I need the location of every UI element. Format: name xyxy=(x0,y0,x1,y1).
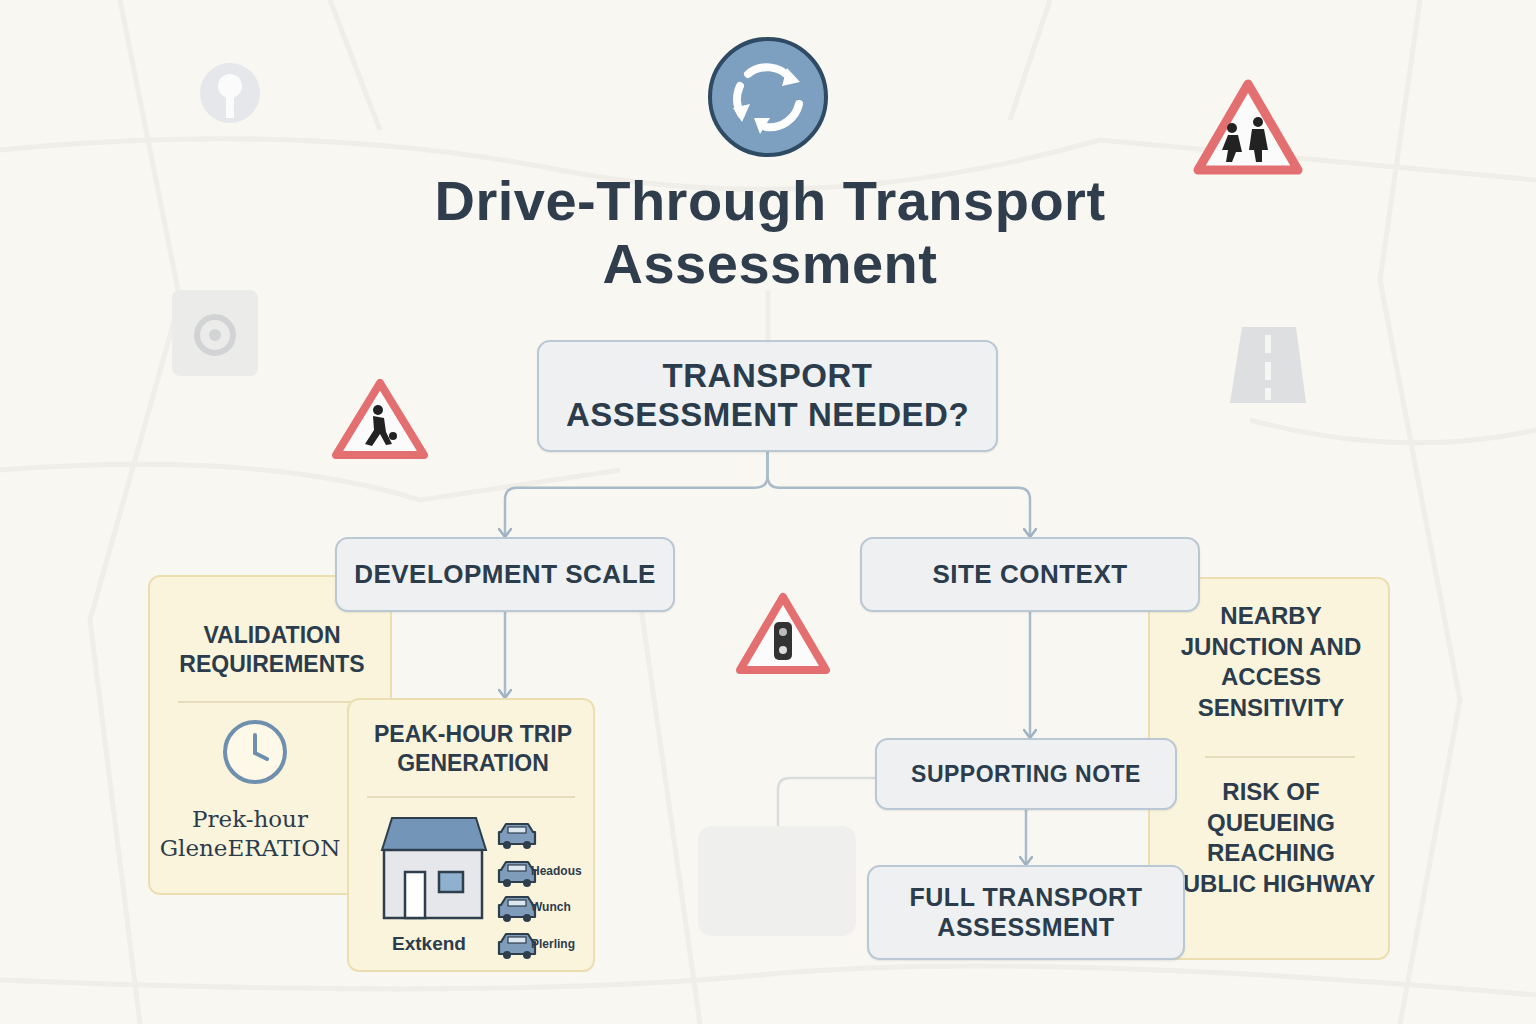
box-label: TRANSPORT ASSESSMENT NEEDED? xyxy=(539,357,996,434)
panel-text: Extkend xyxy=(369,932,489,956)
panel-text: Prek-hour GleneERATION xyxy=(155,805,345,864)
process-box: SITE CONTEXT xyxy=(860,537,1200,612)
process-box: DEVELOPMENT SCALE xyxy=(335,537,675,612)
process-box: SUPPORTING NOTE xyxy=(875,738,1177,810)
warning-pedestrian-sign xyxy=(336,383,424,455)
process-box: FULL TRANSPORT ASSESSMENT xyxy=(867,865,1185,960)
faded-card xyxy=(698,778,875,936)
flow-connector xyxy=(1029,612,1032,738)
power-icon xyxy=(172,290,258,376)
flow-connector xyxy=(768,452,1031,537)
box-label: SUPPORTING NOTE xyxy=(901,761,1151,788)
panel-heading: VALIDATION REQUIREMENTS xyxy=(160,621,384,680)
panel-heading: PEAK-HOUR TRIP GENERATION xyxy=(357,720,589,779)
panel-text: Headous xyxy=(531,864,595,879)
road-icon xyxy=(1230,327,1306,403)
box-label: FULL TRANSPORT ASSESSMENT xyxy=(869,883,1183,942)
box-label: DEVELOPMENT SCALE xyxy=(344,559,666,589)
info-panel: PEAK-HOUR TRIP GENERATION Extkend HeadousW… xyxy=(347,698,595,972)
warning-signal-sign xyxy=(740,597,826,670)
box-label: SITE CONTEXT xyxy=(922,559,1137,589)
flow-connector xyxy=(505,452,768,537)
panel-heading: NEARBY JUNCTION AND ACCESS SENSITIVITY xyxy=(1166,601,1376,724)
flow-connector xyxy=(504,612,507,698)
pin-icon xyxy=(200,63,260,123)
panel-text: Plerling xyxy=(531,937,595,952)
decision-box: TRANSPORT ASSESSMENT NEEDED? xyxy=(537,340,998,452)
warning-children-sign xyxy=(1198,84,1298,170)
panel-text: RISK OF QUEUEING REACHING PUBLIC HIGHWAY xyxy=(1166,777,1376,900)
roundabout-icon xyxy=(710,39,826,155)
flow-connector xyxy=(1025,810,1028,865)
diagram-title: Drive-Through Transport Assessment xyxy=(430,170,1110,295)
panel-text: Wunch xyxy=(531,900,595,915)
